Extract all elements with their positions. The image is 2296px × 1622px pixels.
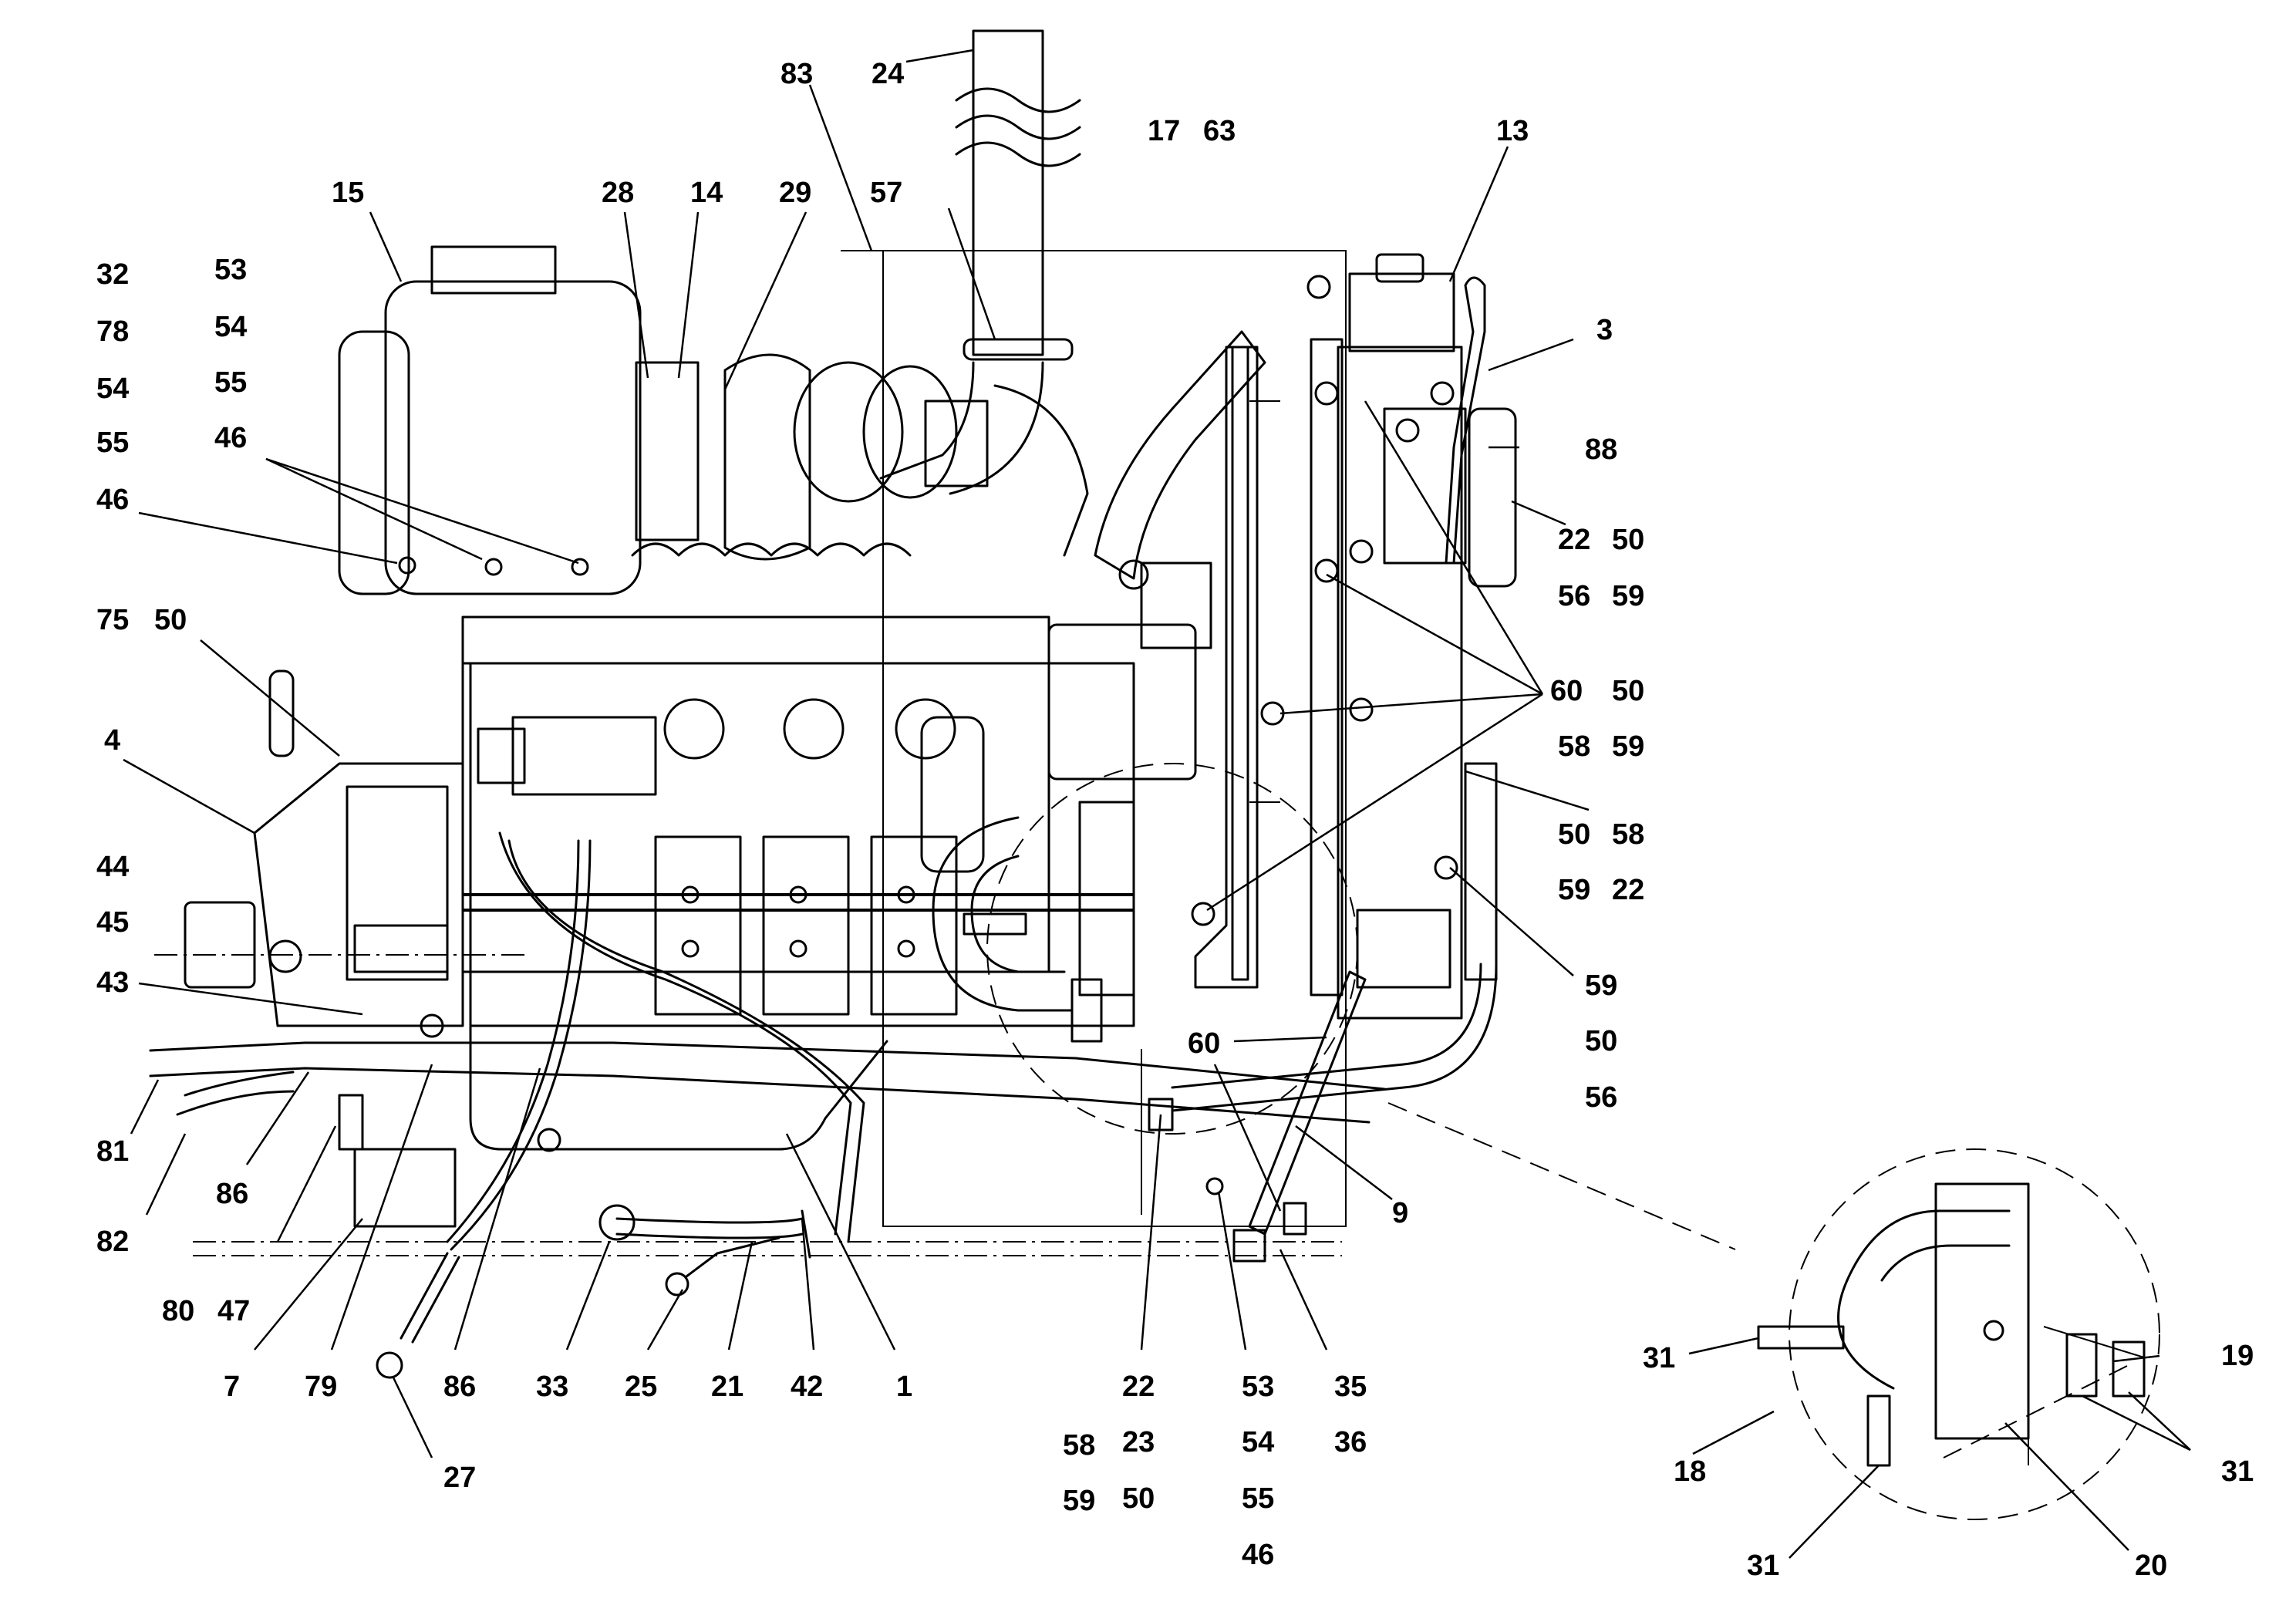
- detail-circle-main: [986, 763, 1358, 1135]
- callout-50: 50: [1558, 818, 1590, 851]
- callout-31: 31: [2221, 1455, 2254, 1488]
- callout-88: 88: [1585, 433, 1617, 466]
- alternator: [920, 559, 1212, 873]
- callout-59: 59: [1558, 874, 1590, 906]
- callout-60: 60: [1188, 1027, 1220, 1060]
- callout-4: 4: [104, 724, 120, 757]
- callout-75: 75: [96, 604, 129, 636]
- callout-35: 35: [1334, 1371, 1367, 1403]
- pto-clutch: [154, 669, 524, 1228]
- callout-78: 78: [96, 315, 129, 348]
- callout-36: 36: [1334, 1426, 1367, 1458]
- callout-labels: 24 83 17 63 13 15 28 14 29 57 3 32 53 78…: [96, 58, 2254, 1582]
- callout-13: 13: [1496, 115, 1529, 147]
- leader-lines: [123, 49, 2191, 1559]
- callout-86: 86: [216, 1178, 248, 1210]
- callout-27: 27: [443, 1462, 476, 1494]
- callout-7: 7: [224, 1371, 240, 1403]
- callout-18: 18: [1674, 1455, 1706, 1488]
- callout-59: 59: [1612, 730, 1644, 763]
- callout-28: 28: [602, 177, 634, 209]
- callout-33: 33: [536, 1371, 568, 1403]
- enclosure-outline: [841, 250, 1347, 1227]
- callout-54: 54: [1242, 1426, 1274, 1458]
- callout-25: 25: [625, 1371, 657, 1403]
- callout-9: 9: [1392, 1197, 1408, 1229]
- callout-50: 50: [1612, 675, 1644, 707]
- callout-63: 63: [1203, 115, 1236, 147]
- callout-59: 59: [1585, 969, 1617, 1002]
- callout-58: 58: [1612, 818, 1644, 851]
- callout-46: 46: [1242, 1539, 1274, 1571]
- fan-shroud: [1194, 346, 1280, 989]
- callout-46: 46: [214, 422, 247, 454]
- callout-50: 50: [1612, 524, 1644, 556]
- callout-44: 44: [96, 851, 129, 883]
- callout-17: 17: [1148, 115, 1180, 147]
- callout-29: 29: [779, 177, 811, 209]
- turbocharger: [723, 353, 1089, 561]
- callout-82: 82: [96, 1226, 129, 1258]
- callout-47: 47: [217, 1295, 250, 1327]
- callout-50: 50: [154, 604, 187, 636]
- callout-54: 54: [214, 311, 247, 343]
- callout-24: 24: [872, 58, 904, 90]
- callout-43: 43: [96, 966, 129, 999]
- callout-23: 23: [1122, 1426, 1155, 1458]
- callout-53: 53: [1242, 1371, 1274, 1403]
- lower-brace: [1141, 970, 1367, 1263]
- cylinder-head: [461, 542, 1050, 973]
- callout-14: 14: [690, 177, 723, 209]
- callout-57: 57: [870, 177, 902, 209]
- callout-22: 22: [1558, 524, 1590, 556]
- callout-46: 46: [96, 484, 129, 516]
- callout-59: 59: [1063, 1485, 1095, 1517]
- callout-55: 55: [96, 427, 129, 459]
- callout-59: 59: [1612, 580, 1644, 612]
- callout-19: 19: [2221, 1340, 2254, 1372]
- callout-50: 50: [1122, 1482, 1155, 1515]
- water-elbow: [932, 801, 1135, 1043]
- callout-50: 50: [1585, 1025, 1617, 1057]
- radiator: [1171, 253, 1517, 1112]
- callout-32: 32: [96, 258, 129, 291]
- callout-53: 53: [214, 254, 247, 286]
- engine-block: [463, 662, 1135, 1152]
- callout-55: 55: [214, 366, 247, 399]
- callout-60: 60: [1550, 675, 1583, 707]
- detail-inset: [1757, 1148, 2160, 1520]
- callout-83: 83: [781, 58, 813, 90]
- callout-31: 31: [1643, 1342, 1675, 1374]
- callout-56: 56: [1585, 1081, 1617, 1114]
- callout-58: 58: [1558, 730, 1590, 763]
- callout-1: 1: [896, 1371, 912, 1403]
- callout-3: 3: [1596, 314, 1613, 346]
- callout-31: 31: [1747, 1549, 1779, 1582]
- callout-20: 20: [2135, 1549, 2167, 1582]
- callout-21: 21: [711, 1371, 743, 1403]
- cables: [149, 831, 1386, 1379]
- callout-54: 54: [96, 373, 129, 405]
- upper-hose: [1094, 330, 1266, 580]
- callout-58: 58: [1063, 1429, 1095, 1462]
- callout-55: 55: [1242, 1482, 1274, 1515]
- callout-22: 22: [1122, 1371, 1155, 1403]
- callout-79: 79: [305, 1371, 337, 1403]
- callout-56: 56: [1558, 580, 1590, 612]
- callout-42: 42: [791, 1371, 823, 1403]
- callout-86: 86: [443, 1371, 476, 1403]
- callout-22: 22: [1612, 874, 1644, 906]
- reference-lines: [193, 1102, 1736, 1256]
- exhaust-stack: [879, 29, 1081, 495]
- callout-15: 15: [332, 177, 364, 209]
- callout-45: 45: [96, 906, 129, 939]
- callout-81: 81: [96, 1135, 129, 1168]
- air-cleaner: [338, 245, 700, 595]
- callout-80: 80: [162, 1295, 194, 1327]
